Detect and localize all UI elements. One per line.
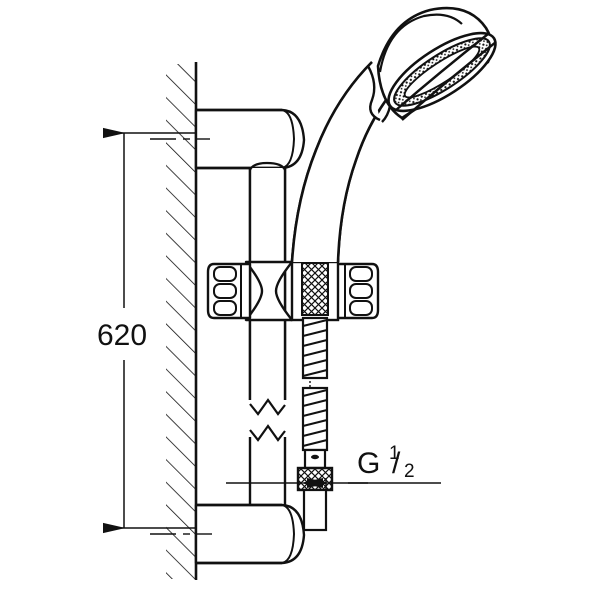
shower-hose — [296, 316, 334, 532]
hand-shower-head — [290, 6, 497, 263]
callout-thread-numerator: 1 — [389, 443, 400, 464]
slide-bar — [248, 161, 287, 512]
dimension-620: 620 — [97, 127, 200, 534]
holder-clamp-left — [206, 262, 252, 320]
shower-holder — [206, 260, 380, 322]
knurled-nut — [296, 466, 334, 492]
callout-thread-denominator: 2 — [404, 461, 415, 482]
callout-thread-slash: / — [392, 447, 401, 480]
callout-thread-letter: G — [357, 447, 380, 480]
wall-bracket-lower — [150, 503, 306, 565]
dimension-620-label: 620 — [97, 319, 147, 352]
callout-thread-size: G 1 / 2 — [226, 443, 441, 500]
holder-clamp-right — [334, 262, 380, 320]
